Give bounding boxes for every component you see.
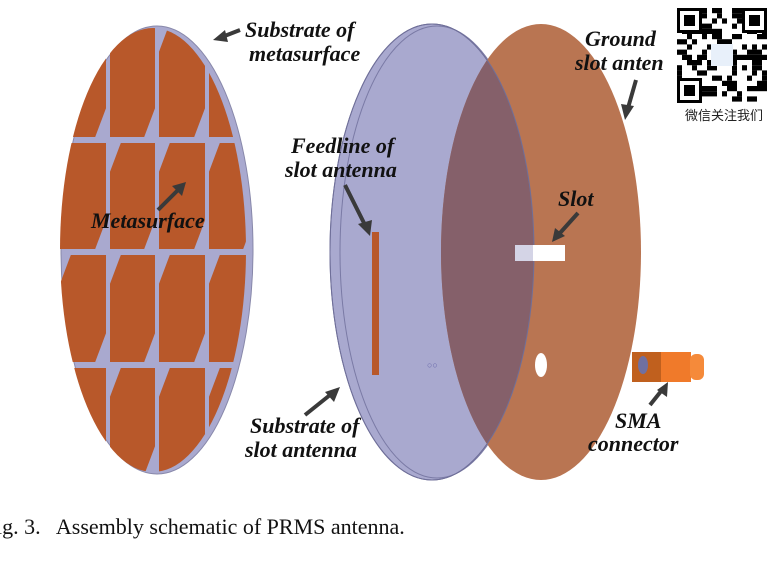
metasurface-patch [159,28,205,137]
metasurface-patch [110,368,155,472]
metasurface-patch [60,28,106,137]
label-feedline: Feedline of [291,133,395,158]
metasurface-patch [159,368,205,472]
metasurface-patch [110,255,155,362]
sma-connector [632,352,704,382]
connector-hole [535,353,547,377]
label-substrate-of-slot-antenna-line2: slot antenna [245,437,357,462]
label-slot: Slot [558,186,594,211]
annotation-arrows [156,28,668,417]
figure-caption: ig. 3. Assembly schematic of PRMS antenn… [0,514,405,539]
metasurface-patch [110,28,155,137]
label-ground: Ground [585,26,656,51]
feedline [372,232,379,375]
overlap-region [441,24,534,480]
metasurface-patch [159,255,205,362]
metasurface-patch [60,143,106,249]
via-mark: ○○ [427,360,438,370]
label-feedline-line2: slot antenna [285,157,397,182]
metasurface-patch [110,143,155,249]
label-ground-line2: slot anten [575,50,664,75]
label-substrate-of-metasurface-line2: metasurface [249,41,361,66]
qr-code[interactable] [677,8,767,103]
label-substrate-of-metasurface: Substrate of [245,17,355,42]
qr-caption: 微信关注我们 [684,109,763,124]
label-substrate-of-slot-antenna: Substrate of [250,413,360,438]
metasurface-substrate [60,25,254,475]
metasurface-patch [60,368,106,472]
metasurface-patch [60,255,106,362]
label-sma-connector: connector [588,431,679,456]
label-sma: SMA [615,408,662,433]
label-metasurface: Metasurface [91,208,205,233]
